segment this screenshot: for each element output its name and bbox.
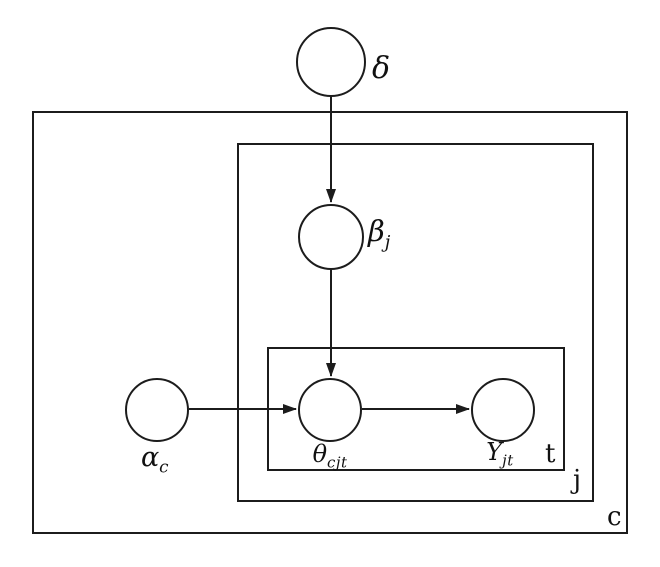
node-beta [298,204,364,270]
node-delta [296,27,366,97]
node-y-label: Yjt [468,439,532,469]
y-subscript: jt [502,451,514,470]
node-beta-label: βj [368,214,391,253]
beta-subscript: j [384,231,391,253]
plate-t-label: t [545,439,556,469]
plate-j-label: j [573,465,582,495]
node-y [471,378,535,442]
alpha-symbol: α [140,442,160,473]
node-alpha [125,378,189,442]
node-theta-label: θcjt [296,441,364,471]
alpha-subscript: c [159,456,170,477]
y-symbol: Y [486,438,503,466]
theta-subscript: cjt [327,453,348,472]
node-theta [298,378,362,442]
theta-symbol: θ [312,440,328,468]
node-alpha-label: αc [123,443,187,476]
node-delta-label: δ [372,52,390,85]
plate-c-label: c [607,502,622,532]
beta-symbol: β [368,214,385,248]
plate-j [237,143,594,502]
delta-symbol: δ [372,51,391,86]
